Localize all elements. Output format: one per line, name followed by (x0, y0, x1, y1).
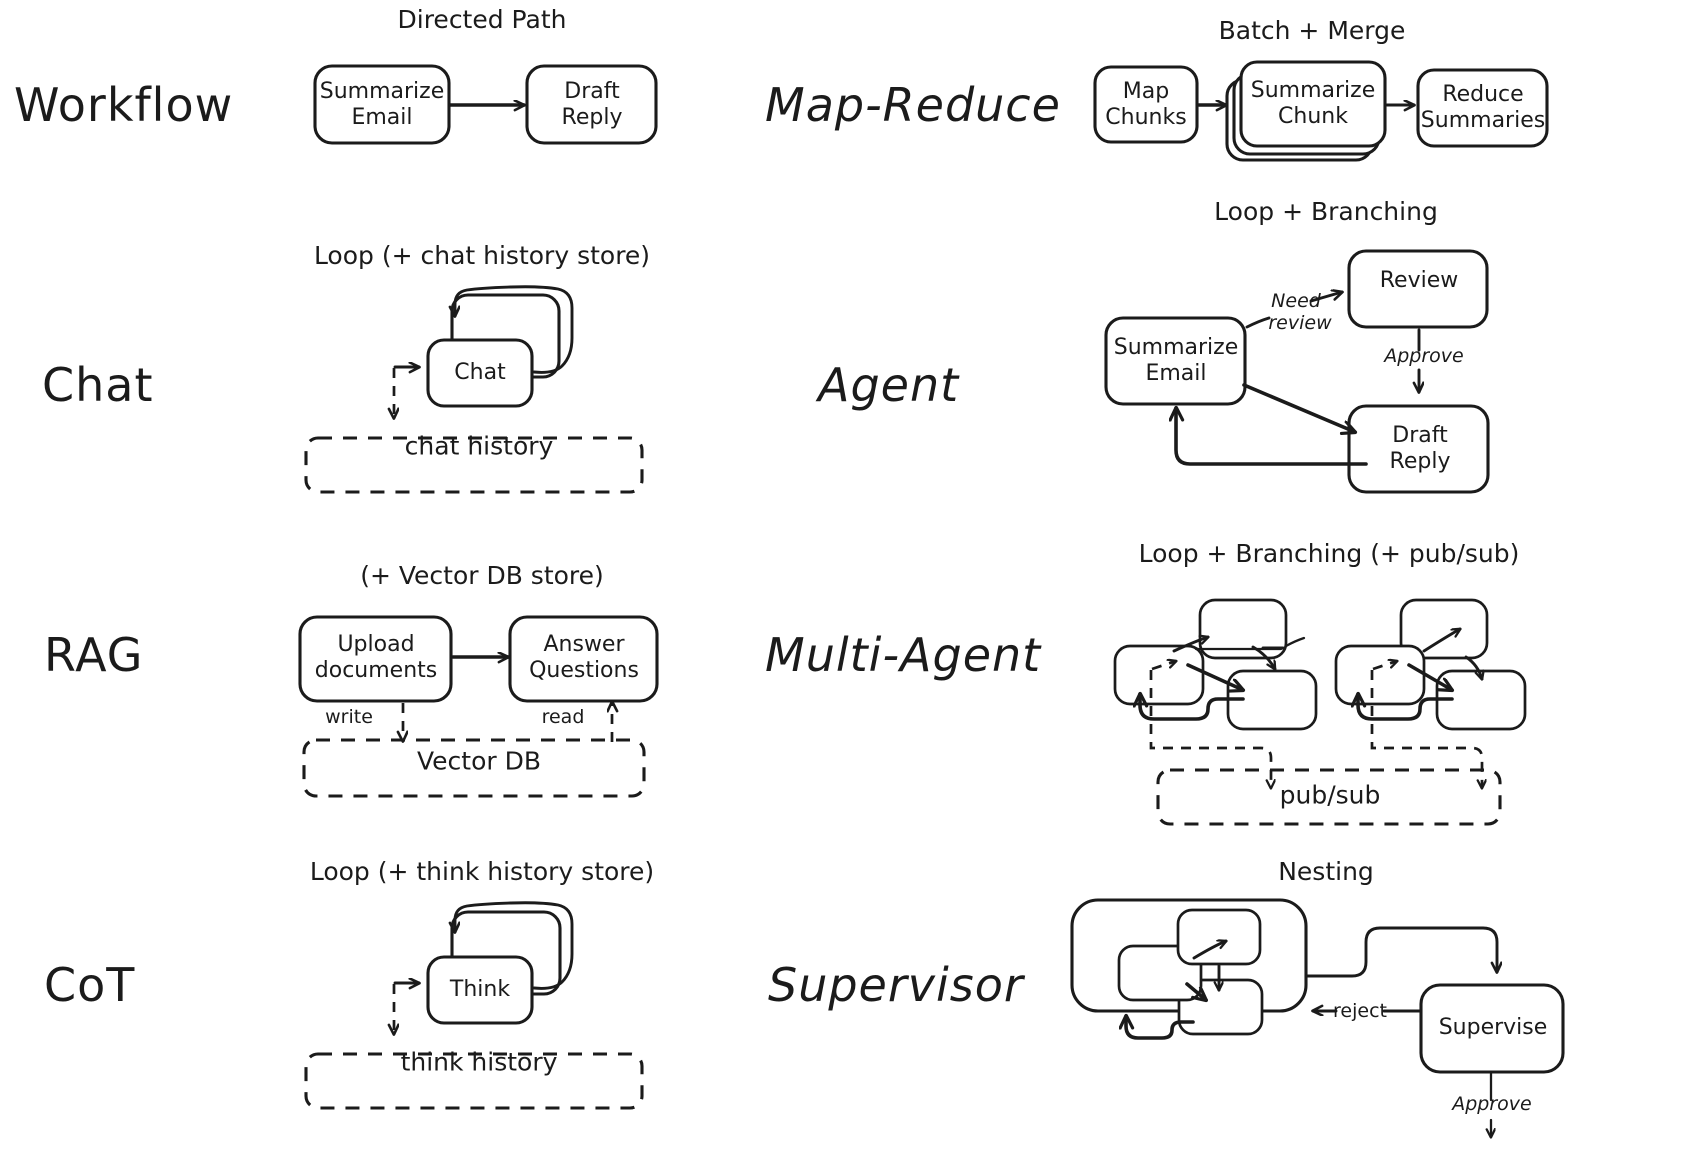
caption-batch-merge: Batch + Merge (1218, 16, 1406, 45)
edge-label-approve: Approve (1384, 345, 1464, 367)
edge-label-write: write (325, 706, 373, 728)
caption-loop-chat-history: Loop (+ chat history store) (313, 241, 651, 270)
edge-label-need: Need (1271, 290, 1321, 312)
edge-label-supervisor-approve: Approve (1452, 1093, 1532, 1115)
caption-loop-think-history: Loop (+ think history store) (309, 857, 655, 886)
row-label-supervisor: Supervisor (768, 958, 1024, 1012)
caption-loop-branching-pubsub: Loop + Branching (+ pub/sub) (1138, 539, 1520, 568)
agent-graph (1104, 249, 1490, 494)
edge-label-read: read (541, 706, 585, 728)
multi-agent-cluster-a (1113, 598, 1318, 788)
row-label-cot: CoT (44, 958, 136, 1012)
row-label-agent: Agent (818, 358, 960, 412)
edge-label-reject: reject (1333, 1000, 1387, 1022)
row-label-workflow: Workflow (14, 78, 234, 132)
caption-vector-db-store: (+ Vector DB store) (360, 561, 604, 590)
cot-graph (304, 901, 644, 1110)
supervisor-graph (1070, 898, 1565, 1137)
multi-agent-graph (1113, 598, 1527, 826)
chat-graph (304, 285, 644, 494)
row-label-rag: RAG (44, 628, 144, 682)
store-think-history: think history (400, 1047, 558, 1077)
map-reduce-graph (1093, 60, 1549, 162)
caption-directed-path: Directed Path (397, 5, 567, 34)
multi-agent-cluster-b (1334, 598, 1527, 788)
row-label-multi-agent: Multi-Agent (765, 628, 1042, 682)
edge-label-review: review (1268, 312, 1332, 334)
row-label-chat: Chat (42, 358, 154, 412)
caption-nesting: Nesting (1278, 857, 1374, 886)
store-pub-sub: pub/sub (1279, 780, 1381, 810)
rag-graph (298, 615, 659, 798)
store-vector-db: Vector DB (416, 746, 542, 776)
caption-loop-branching: Loop + Branching (1214, 197, 1438, 226)
workflow-graph (313, 64, 658, 145)
store-chat-history: chat history (404, 431, 554, 461)
row-label-map-reduce: Map-Reduce (765, 78, 1061, 132)
